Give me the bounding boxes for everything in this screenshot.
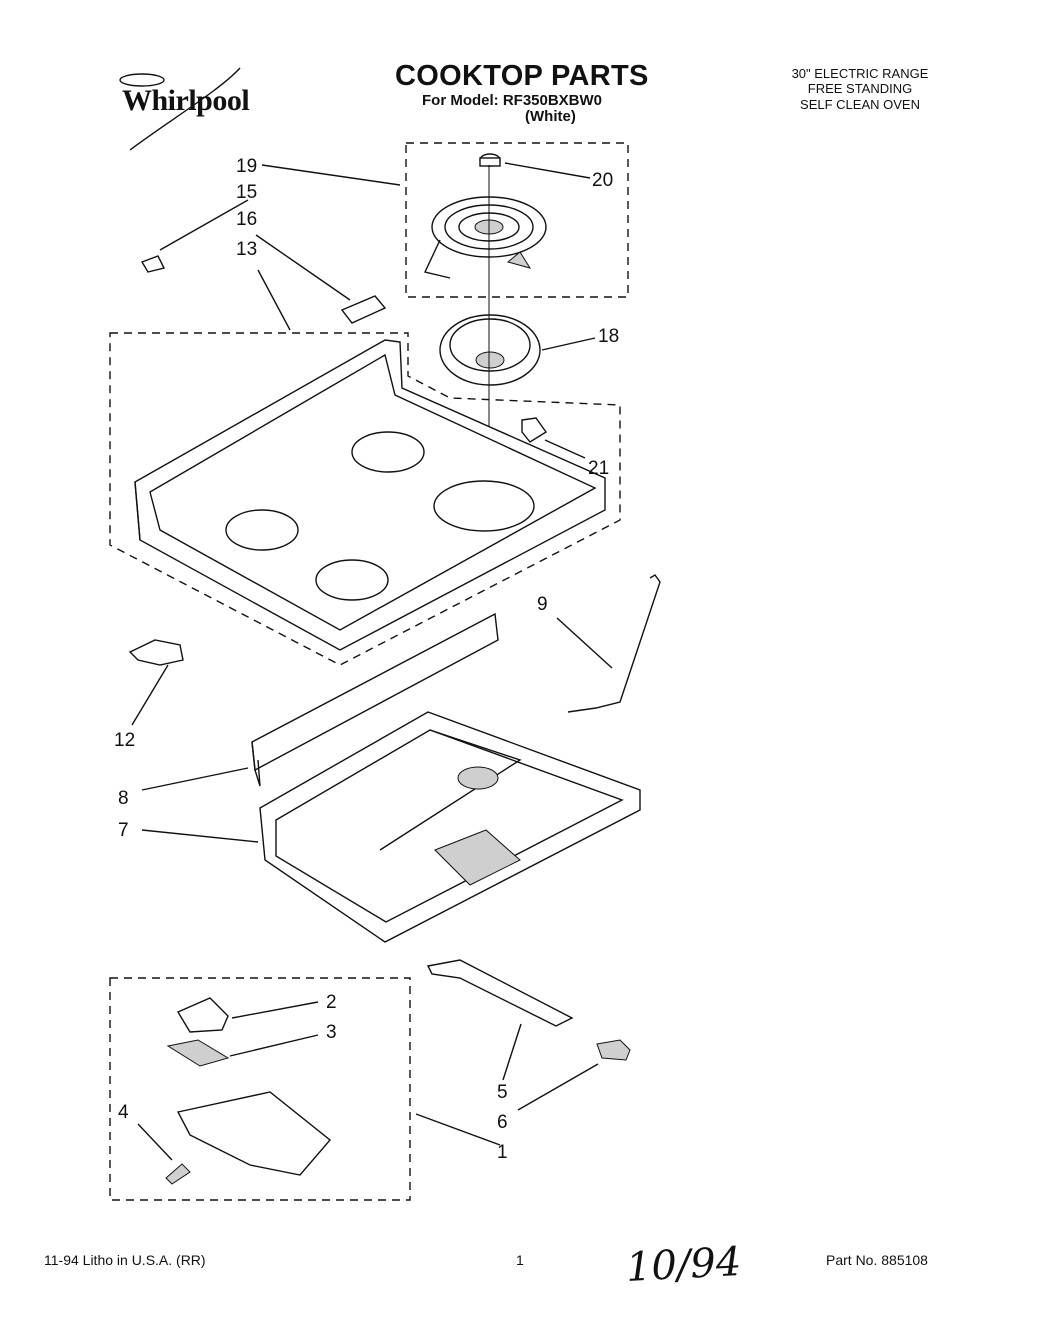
footer-page-number: 1	[516, 1252, 524, 1268]
switch-bracket-part	[176, 1091, 332, 1176]
leader-lines	[131, 162, 613, 1161]
spec-line-type: 30" ELECTRIC RANGE	[791, 66, 929, 81]
callout-19: 19	[236, 156, 257, 177]
sensor-part	[128, 639, 184, 666]
callout-18: 18	[598, 326, 619, 347]
handwritten-date: 10/94	[624, 1239, 743, 1291]
callout-7: 7	[118, 820, 129, 841]
callout-21: 21	[588, 458, 609, 479]
insulator-part	[166, 1039, 230, 1067]
bracket-part	[521, 417, 548, 443]
cooktop-tray-part	[259, 711, 641, 943]
callout-5: 5	[497, 1082, 508, 1103]
callout-8: 8	[118, 788, 129, 809]
callout-9: 9	[537, 594, 548, 615]
clip-part	[140, 255, 166, 273]
cooktop-panel-part	[134, 339, 606, 651]
surface-element-part	[424, 196, 547, 279]
spec-line-standing: FREE STANDING	[807, 81, 913, 96]
model-color: (White)	[525, 108, 576, 125]
terminal-block-part	[340, 295, 387, 324]
footer-print-info: 11-94 Litho in U.S.A. (RR)	[44, 1252, 206, 1268]
callout-20: 20	[592, 170, 613, 191]
logo-swoosh-icon	[119, 67, 241, 151]
callout-13: 13	[236, 239, 257, 260]
callout-6: 6	[497, 1112, 508, 1133]
footer-part-number: Part No. 885108	[826, 1252, 928, 1268]
rear-panel-part	[251, 612, 499, 787]
strap-part	[426, 959, 574, 1027]
burner-group-box	[405, 142, 629, 298]
burner-cap-part	[479, 153, 501, 167]
support-rod-part	[567, 574, 661, 713]
model-number: For Model: RF350BXBW0	[422, 92, 603, 109]
whirlpool-logo: Whirlpool	[122, 84, 250, 117]
callout-2: 2	[326, 992, 337, 1013]
callout-12: 12	[114, 730, 135, 751]
cooktop-group-box	[109, 332, 621, 666]
callout-16: 16	[236, 209, 257, 230]
callout-4: 4	[118, 1102, 129, 1123]
switch-group-box	[109, 977, 411, 1201]
page-title: COOKTOP PARTS	[395, 60, 649, 92]
block-part	[596, 1039, 631, 1061]
spec-line-oven: SELF CLEAN OVEN	[800, 97, 920, 112]
callout-15: 15	[236, 182, 257, 203]
callout-1: 1	[497, 1142, 508, 1163]
small-insulator-part	[165, 1163, 191, 1185]
callout-3: 3	[326, 1022, 337, 1043]
switch-part	[176, 997, 229, 1033]
drip-bowl-part	[439, 314, 541, 386]
